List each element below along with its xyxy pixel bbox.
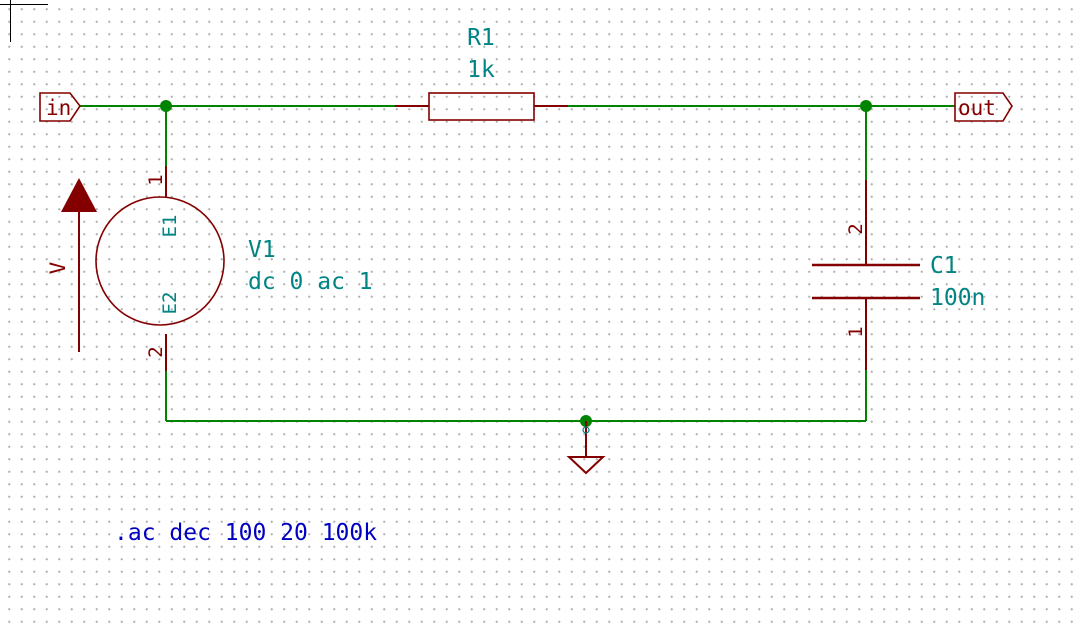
ground-icon[interactable] <box>566 421 606 475</box>
output-label-text: out <box>958 96 996 120</box>
capacitor-c1[interactable]: 2 1 C1 100n <box>812 180 985 370</box>
simulation-directive[interactable]: .ac dec 100 20 100k <box>114 520 377 546</box>
v1-value: dc 0 ac 1 <box>248 269 373 295</box>
v1-ref: V1 <box>248 237 276 263</box>
input-label[interactable]: in <box>39 92 81 122</box>
c1-pin-number: 2 <box>845 223 867 234</box>
sheet-border-corner <box>0 0 48 42</box>
voltage-arrow-label: V <box>46 261 70 274</box>
v1-pin-number: 2 <box>145 346 167 357</box>
c1-ref: C1 <box>930 253 958 279</box>
r1-value: 1k <box>467 57 495 83</box>
r1-ref: R1 <box>467 25 495 51</box>
junction-dot <box>160 100 172 112</box>
c1-value: 100n <box>930 285 985 311</box>
v1-pin-number: 1 <box>145 174 167 185</box>
wires <box>80 105 955 422</box>
output-label[interactable]: out <box>954 92 1013 122</box>
v1-pin-name: E1 <box>159 215 181 238</box>
v1-pin-name: E2 <box>159 292 181 315</box>
junction-dot <box>860 100 872 112</box>
c1-pin-number: 1 <box>845 326 867 337</box>
resistor-r1[interactable]: R1 1k <box>395 25 568 121</box>
input-label-text: in <box>46 96 71 120</box>
voltage-source-v1[interactable]: 1 2 E1 E2 V1 dc 0 ac 1 <box>95 166 373 371</box>
voltage-arrow-icon: V <box>46 178 97 352</box>
